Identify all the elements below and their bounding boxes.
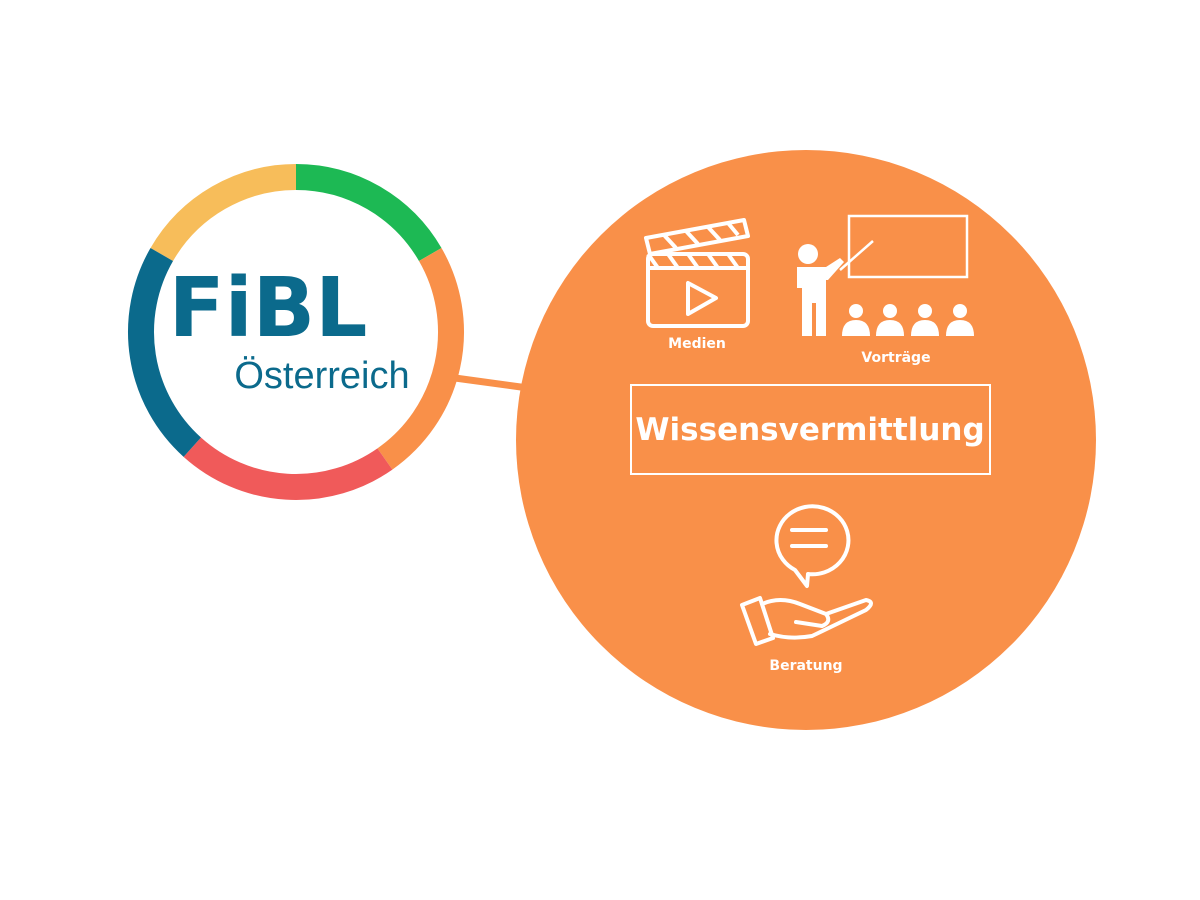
logo-ring-segment xyxy=(183,437,393,500)
item-label-beratung: Beratung xyxy=(769,658,842,674)
logo-ring-segment xyxy=(295,164,442,262)
item-label-medien: Medien xyxy=(668,336,726,352)
item-label-vortraege: Vorträge xyxy=(861,350,930,366)
topic-circle xyxy=(516,150,1096,730)
presenter-audience-icon xyxy=(797,214,974,336)
hand-speech-bubble-icon xyxy=(740,504,873,646)
logo-subtitle: Österreich xyxy=(234,355,409,397)
topic-title-box xyxy=(630,384,991,475)
logo-ring-segment xyxy=(128,248,202,457)
logo-name: FiBL xyxy=(169,261,368,356)
clapperboard-play-icon xyxy=(644,218,750,328)
logo-ring xyxy=(128,164,464,500)
topic-title: Wissensvermittlung xyxy=(635,412,984,448)
logo-circle: FiBL Österreich xyxy=(128,164,464,500)
connector-line xyxy=(454,374,529,392)
logo-ring-segment xyxy=(150,164,297,262)
logo-ring-segment xyxy=(377,248,464,470)
